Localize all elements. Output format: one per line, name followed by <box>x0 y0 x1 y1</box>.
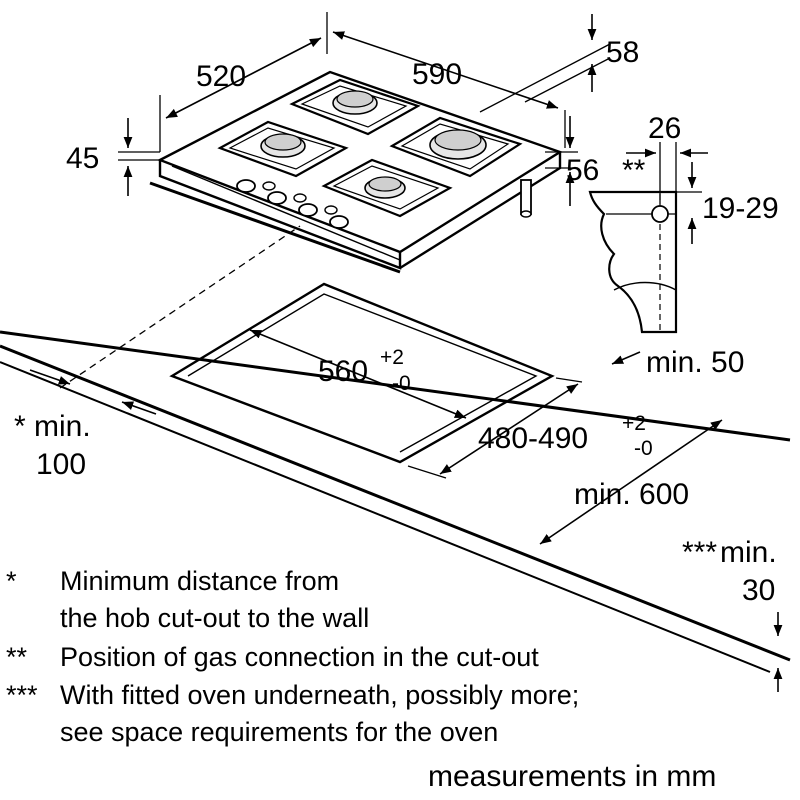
footnote-mark: * <box>6 566 17 596</box>
footnote-text-line: With fitted oven underneath, possibly mo… <box>60 680 580 710</box>
hob-unit <box>157 70 563 270</box>
label-hob-width: 590 <box>412 58 462 91</box>
label-min-wall-mark: * <box>14 410 26 443</box>
burner-front <box>364 176 406 199</box>
label-gas-offset-marker: ** <box>622 154 646 187</box>
footnote-text-line: the hob cut-out to the wall <box>60 603 370 633</box>
footnote-text-line: Position of gas connection in the cut-ou… <box>60 642 539 672</box>
label-gas-offset-vertical: 19-29 <box>702 192 779 225</box>
burner-back <box>332 90 378 115</box>
label-min-oven-mark: *** <box>682 536 717 569</box>
units-label: measurements in mm <box>428 760 717 793</box>
label-min-oven: min. <box>720 536 777 569</box>
label-cutout-depth: 480-490 <box>478 422 588 455</box>
label-cutout-width: 560 <box>318 355 368 388</box>
label-cutout-depth-tol-minus: -0 <box>634 437 653 460</box>
gas-connection-detail <box>588 142 708 334</box>
hob-dimension-lines <box>118 12 611 206</box>
dimension-labels: 520 590 58 45 56 26 ** 19-29 560 +2 -0 4… <box>14 36 779 607</box>
label-gas-height: 58 <box>606 36 639 69</box>
label-min-wall: min. <box>34 410 91 443</box>
pan-support-right <box>389 116 523 178</box>
label-min-front: min. 50 <box>646 346 744 379</box>
pan-support-left <box>217 120 349 178</box>
label-min-wall-value: 100 <box>36 448 86 481</box>
label-gas-offset-horizontal: 26 <box>648 112 681 145</box>
gas-connection-pipe <box>520 179 532 218</box>
burner-left <box>260 133 306 158</box>
footnote-text-line: Minimum distance from <box>60 566 340 596</box>
label-cutout-width-tol-plus: +2 <box>380 346 404 369</box>
label-min-oven-value: 30 <box>742 574 775 607</box>
pan-support-front <box>321 158 453 218</box>
footnote-mark: *** <box>6 680 38 710</box>
footnote-mark: ** <box>6 642 28 672</box>
control-knobs <box>236 179 349 229</box>
label-hob-depth: 520 <box>196 60 246 93</box>
footnote-text-line: see space requirements for the oven <box>60 717 499 747</box>
label-min-counter: min. 600 <box>574 478 689 511</box>
label-cutout-depth-tol-plus: +2 <box>622 412 646 435</box>
burner-right-wok <box>429 129 487 160</box>
label-cutout-width-tol-minus: -0 <box>392 372 411 395</box>
cutout-dimension-lines <box>29 329 783 692</box>
label-hob-height-left: 45 <box>66 142 99 175</box>
label-hob-height-right: 56 <box>566 154 599 187</box>
